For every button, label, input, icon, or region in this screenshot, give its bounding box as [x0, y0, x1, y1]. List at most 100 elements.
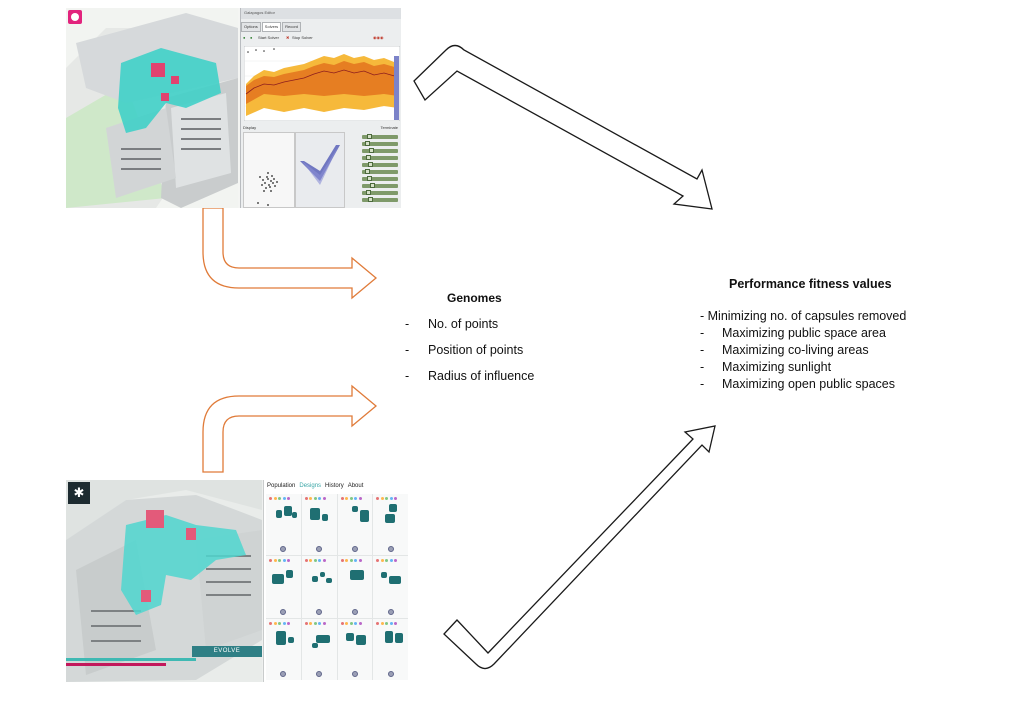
fitness-dot [380, 497, 384, 500]
fitness-dots [376, 559, 398, 563]
fitness-dot [304, 497, 308, 500]
design-thumbnail[interactable] [301, 494, 337, 556]
design-grid [266, 494, 408, 680]
genome-item-label: Position of points [428, 343, 524, 357]
genome-item: -No. of points [405, 317, 575, 331]
display-label: Display [243, 125, 257, 130]
tab-solvers[interactable]: Solvers [261, 22, 282, 32]
fitness-dots [340, 559, 362, 563]
design-shape [272, 574, 284, 585]
black-arrow-bottom [443, 425, 716, 670]
fitness-dot [309, 559, 313, 563]
fitness-dot [354, 497, 357, 500]
nav-designs[interactable]: Designs [299, 483, 322, 489]
list-dash: - [700, 326, 705, 340]
fitness-item-label: Maximizing open public spaces [722, 377, 896, 391]
design-shape [385, 514, 396, 523]
design-shape [359, 510, 369, 522]
design-shape [288, 636, 294, 643]
design-shape [321, 514, 328, 521]
design-thumbnail[interactable] [337, 556, 373, 618]
fitness-dot [345, 497, 348, 500]
design-shape [355, 634, 366, 645]
record-icons[interactable]: ◉◉◉ [373, 35, 384, 40]
fitness-dot [354, 621, 357, 625]
design-shape [395, 632, 404, 643]
tab-options[interactable]: Options [241, 22, 261, 32]
design-shape [309, 508, 320, 520]
design-shape [345, 632, 354, 641]
design-thumbnail[interactable] [373, 618, 408, 680]
rank-badge-icon [351, 546, 358, 553]
fitness-dot [376, 497, 380, 500]
design-shape [276, 510, 282, 518]
fitness-dot [358, 559, 362, 563]
design-shape [351, 506, 358, 512]
genomes-block: Genomes -No. of points -Position of poin… [405, 291, 575, 395]
stop-solver-button[interactable]: Stop Solver [292, 35, 313, 40]
fitness-dot [282, 497, 286, 500]
design-shape [286, 570, 293, 579]
step-icon[interactable]: ● [250, 35, 253, 40]
design-explorer-screenshot: ✱ EVOLVE Population Designs History Abou… [66, 480, 409, 682]
design-thumbnail[interactable] [266, 494, 301, 556]
list-dash: - [405, 343, 410, 357]
design-thumbnail[interactable] [266, 556, 301, 618]
rank-badge-icon [280, 546, 287, 553]
fitness-item: - Maximizing open public spaces [700, 377, 980, 391]
fitness-dot [385, 497, 389, 500]
terminate-button[interactable]: Terminate [380, 125, 398, 130]
fitness-dot [358, 621, 362, 625]
fitness-dot [345, 559, 348, 563]
fitness-item-label: Maximizing sunlight [722, 360, 832, 374]
fitness-item-label: Maximizing co-living areas [722, 343, 869, 357]
explorer-nav: Population Designs History About [264, 483, 363, 493]
fitness-dot [394, 621, 398, 625]
design-thumbnail[interactable] [337, 494, 373, 556]
design-thumbnail[interactable] [373, 556, 408, 618]
fitness-dot [309, 497, 313, 500]
evolve-button[interactable]: EVOLVE [192, 646, 262, 657]
app-logo-icon: ✱ [68, 482, 90, 504]
editor-tabs: Options Solvers Record [241, 22, 302, 32]
tab-record[interactable]: Record [282, 22, 302, 32]
fitness-dot [340, 621, 344, 625]
design-thumbnail[interactable] [337, 618, 373, 680]
solver-toolbar: ● ● Start Solver ✖ Stop Solver ◉◉◉ [241, 34, 401, 44]
window-titlebar: Galapagos Editor [241, 8, 401, 19]
nav-about[interactable]: About [347, 483, 364, 489]
design-shape [292, 512, 297, 518]
fitness-dot [304, 621, 308, 625]
fitness-dot [354, 559, 357, 563]
fitness-dot [287, 559, 290, 563]
nav-population[interactable]: Population [267, 483, 296, 489]
fitness-dot [358, 497, 362, 500]
nav-history[interactable]: History [325, 483, 344, 489]
design-thumbnail[interactable] [301, 556, 337, 618]
design-thumbnail[interactable] [266, 618, 301, 680]
play-icon[interactable]: ● [243, 35, 246, 40]
fitness-dots [269, 621, 290, 625]
fitness-item: -Maximizing public space area [700, 326, 980, 340]
design-thumbnail[interactable] [373, 494, 408, 556]
fitness-dot [282, 559, 286, 563]
fitness-dot [313, 497, 317, 500]
fitness-dot [345, 621, 348, 625]
design-thumbnail[interactable] [301, 618, 337, 680]
fitness-dots [340, 621, 362, 625]
start-solver-button[interactable]: Start Solver [258, 35, 279, 40]
fitness-dot [389, 559, 393, 563]
fitness-dots [376, 497, 398, 500]
rank-badge-icon [351, 670, 358, 677]
fitness-dot [394, 559, 398, 563]
fitness-first-item: - Minimizing no. of capsules removed [700, 309, 907, 323]
genome-item: -Radius of influence [405, 369, 575, 383]
fitness-dot [318, 559, 322, 563]
genome-scatter-view [243, 132, 295, 208]
design-shape [315, 634, 330, 643]
fitness-dots [304, 497, 326, 500]
fitness-dots [269, 497, 290, 500]
list-dash: - [700, 377, 705, 391]
fitness-dot [273, 497, 277, 500]
fitness-dot [269, 497, 272, 500]
